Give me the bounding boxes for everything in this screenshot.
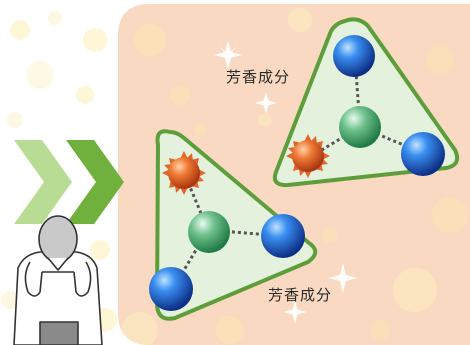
spiky-atom [286,134,330,178]
chevron-right-icon [14,140,124,224]
molecule-icon-right [272,17,460,188]
sparkle-icon [214,41,358,324]
molecule-icon-left [149,129,318,321]
panel-dots [122,8,468,345]
aroma-label-bottom: 芳香成分 [268,286,333,304]
spiky-atom [162,151,206,195]
aroma-label-top: 芳香成分 [226,68,291,86]
person-icon [13,215,103,345]
